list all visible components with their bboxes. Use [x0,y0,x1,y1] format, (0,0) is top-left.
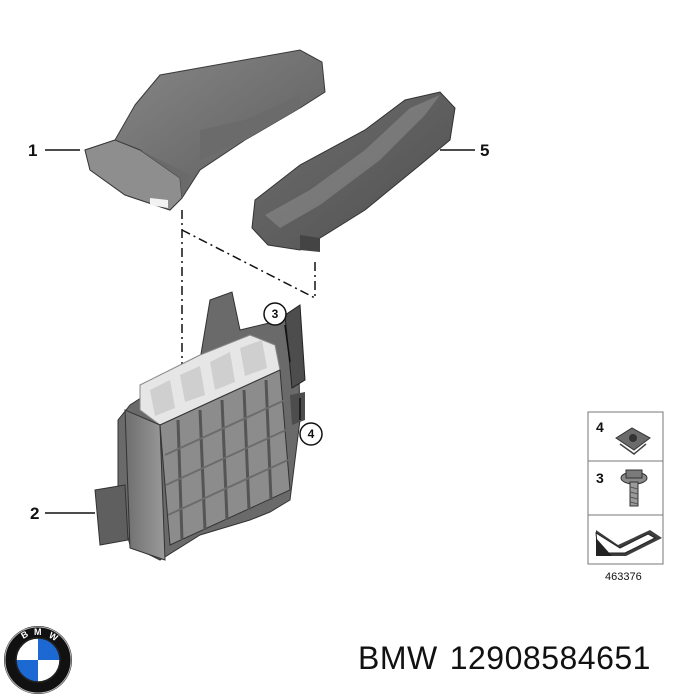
screw-icon [620,469,648,507]
callout-3-circle: 3 [263,302,287,326]
svg-text:B: B [19,629,30,641]
callout-3: 3 [272,307,279,321]
callout-4: 4 [308,427,315,441]
callout-5: 5 [480,141,489,160]
callout-2: 2 [30,504,39,523]
alignment-lines [181,210,316,372]
callout-4-circle: 4 [299,422,323,446]
part-5-cover [251,91,456,252]
diagram-reference-number: 463376 [605,571,642,583]
callout-1: 1 [28,141,37,160]
bmw-logo: B M W [4,626,72,694]
svg-text:M: M [34,627,42,637]
brand-name: BMW [358,640,438,676]
hardware-legend: 4 3 463376 [587,411,664,583]
part-number: 12908584651 [449,640,651,676]
part-2-fuse-box [94,291,306,561]
part-caption: BMW 12908584651 [358,640,663,677]
arrow-icon [595,530,662,556]
legend-item-label-3: 3 [596,470,604,486]
leader-lines [45,149,475,514]
part-1-cover [84,49,326,211]
legend-item-label-4: 4 [596,419,604,435]
clip-nut-icon [615,427,651,455]
